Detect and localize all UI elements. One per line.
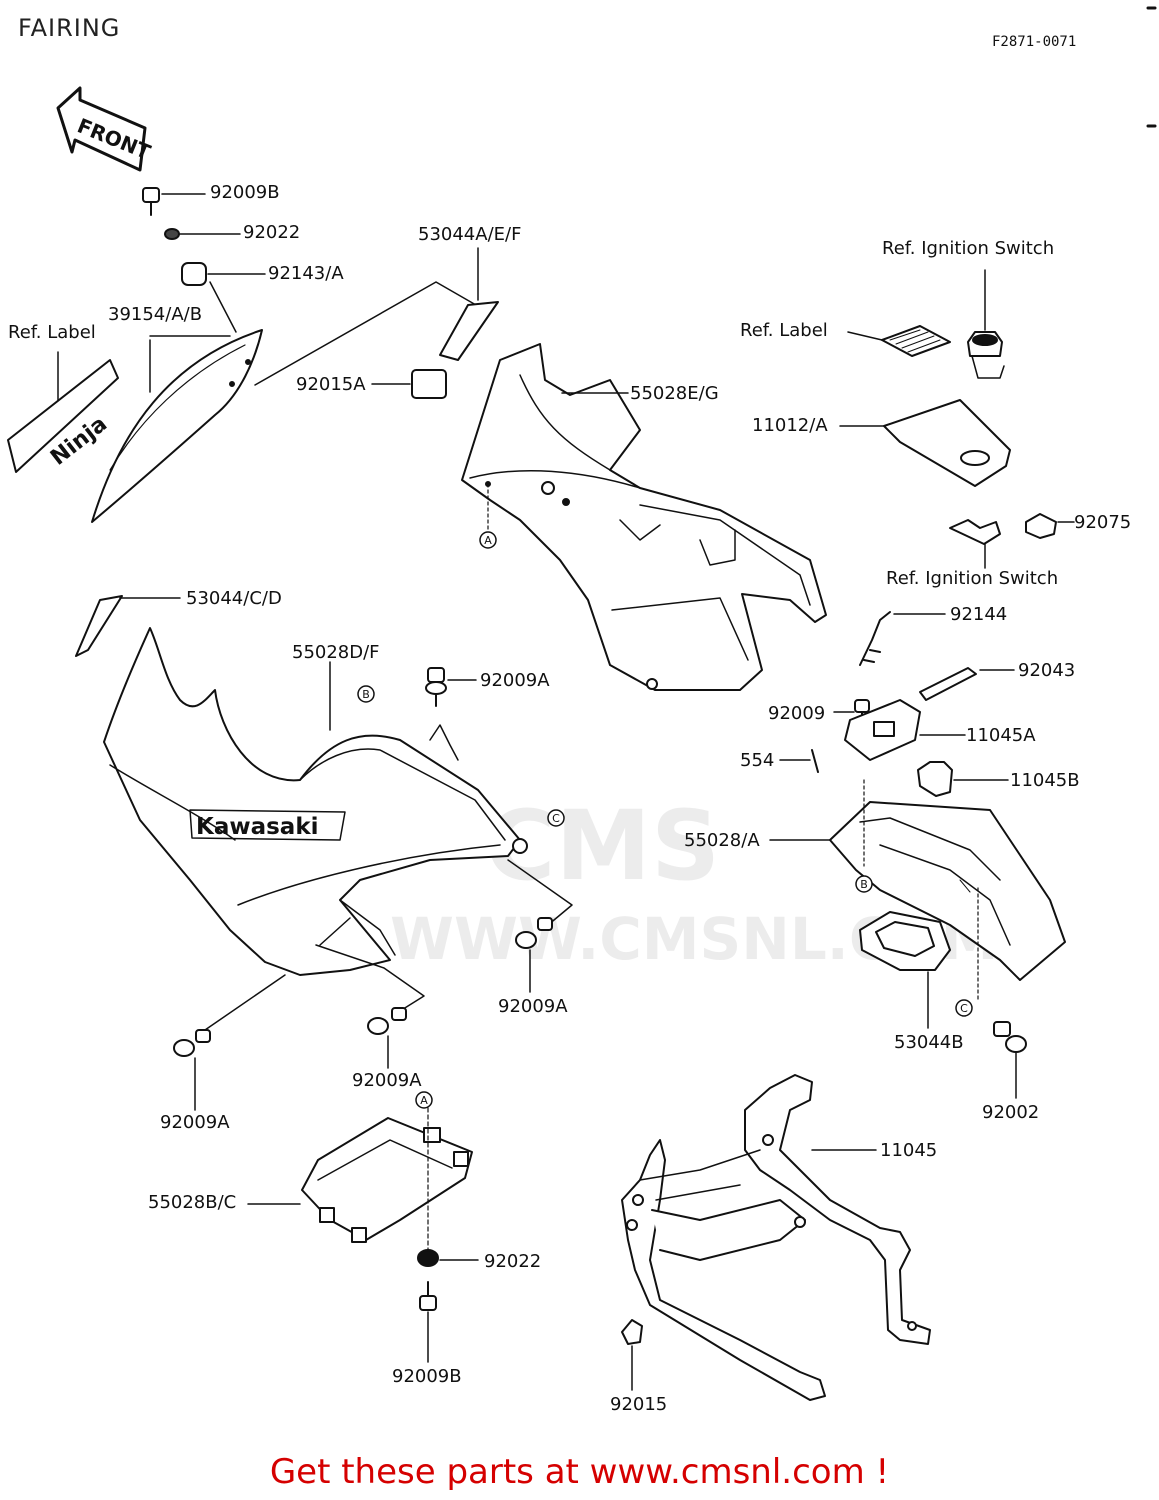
- bolt-92009b-top: [142, 187, 160, 216]
- callout-b1: B: [362, 688, 370, 701]
- label-53044aef: 53044A/E/F: [418, 224, 522, 245]
- label-92075: 92075: [1074, 512, 1132, 533]
- bolt-92009a-left: [173, 1029, 211, 1057]
- label-92143: 92143/A: [268, 263, 344, 284]
- label-554: 554: [740, 750, 775, 771]
- washer-92022-bottom: [417, 1249, 439, 1267]
- decal-left: [7, 359, 119, 473]
- damper-11045b: [917, 761, 953, 797]
- label-92009a-bottom: 92009A: [352, 1070, 422, 1091]
- main-cowl: [103, 627, 521, 976]
- pin-92043: [919, 667, 977, 701]
- label-39154: 39154/A/B: [108, 304, 203, 325]
- trim-53044cd: [75, 595, 123, 657]
- cover-11012: [883, 399, 1011, 487]
- label-92022-bottom: 92022: [484, 1251, 542, 1272]
- diagram-title: FAIRING: [18, 14, 121, 42]
- footer-link-text[interactable]: Get these parts at www.cmsnl.com !: [269, 1452, 890, 1492]
- label-11045: 11045: [880, 1140, 938, 1161]
- bolt-92009b-bottom: [419, 1281, 437, 1311]
- callout-c1: C: [552, 812, 560, 825]
- ignition-connector-ref: [949, 519, 1001, 545]
- callout-a1: A: [484, 534, 492, 547]
- nut-92015: [621, 1319, 643, 1345]
- label-92009: 92009: [768, 703, 826, 724]
- brand-text: Kawasaki: [196, 814, 319, 840]
- grommet-92143: [181, 262, 207, 286]
- spring-92144: [859, 611, 891, 666]
- washer-92022-top: [164, 228, 180, 240]
- label-55028eg: 55028E/G: [630, 383, 719, 404]
- label-92009a-top: 92009A: [480, 670, 550, 691]
- pad-92075: [1025, 513, 1057, 539]
- label-92043: 92043: [1018, 660, 1076, 681]
- label-55028a: 55028/A: [684, 830, 760, 851]
- label-ref-ignition-top: Ref. Ignition Switch: [882, 238, 1055, 259]
- undertray-55028bc: [301, 1117, 473, 1241]
- label-55028bc: 55028B/C: [148, 1192, 237, 1213]
- label-92009a-mid: 92009A: [498, 996, 568, 1017]
- label-92015a: 92015A: [296, 374, 366, 395]
- label-ref-ignition-mid: Ref. Ignition Switch: [886, 568, 1059, 589]
- label-92144: 92144: [950, 604, 1008, 625]
- bolt-92009a-bottom: [367, 1007, 407, 1035]
- label-92009b-bottom: 92009B: [392, 1366, 462, 1387]
- callout-b2: B: [860, 878, 868, 891]
- label-ref-label-left: Ref. Label: [8, 322, 96, 343]
- label-55028df: 55028D/F: [292, 642, 380, 663]
- label-92022-top: 92022: [243, 222, 301, 243]
- label-53044cd: 53044/C/D: [186, 588, 282, 609]
- label-92009a-left: 92009A: [160, 1112, 230, 1133]
- label-92015: 92015: [610, 1394, 668, 1415]
- label-ref-label-right: Ref. Label: [740, 320, 828, 341]
- stay-11045: [621, 1074, 931, 1401]
- diagram-code: F2871-0071: [992, 34, 1077, 50]
- label-92009b-top: 92009B: [210, 182, 280, 203]
- callout-a2: A: [420, 1094, 428, 1107]
- front-arrow-icon: FRONT: [56, 86, 154, 172]
- label-92002: 92002: [982, 1102, 1040, 1123]
- clip-92015a: [411, 369, 447, 399]
- bolt-92009a-top: [425, 667, 447, 707]
- label-11045a: 11045A: [966, 725, 1036, 746]
- bolt-92009a-mid: [515, 917, 553, 949]
- trim-53044aef: [439, 301, 499, 361]
- label-53044b: 53044B: [894, 1032, 964, 1053]
- callout-c2: C: [960, 1002, 968, 1015]
- label-11012: 11012/A: [752, 415, 828, 436]
- label-ref-right: [881, 325, 951, 357]
- label-11045b: 11045B: [1010, 770, 1080, 791]
- windscreen: [91, 329, 263, 523]
